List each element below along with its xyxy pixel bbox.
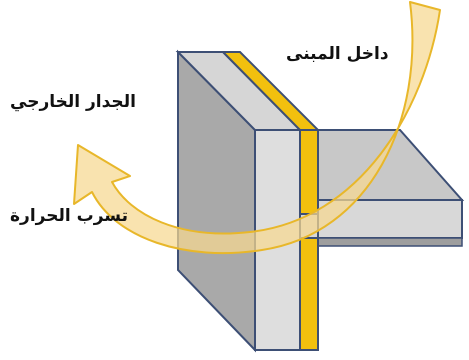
heat-leak-arrow bbox=[73, 1, 441, 254]
inside-building-label: داخل المبنى bbox=[286, 44, 389, 64]
exterior-wall-label: الجدار الخارجي bbox=[10, 92, 136, 112]
insulation-front bbox=[299, 129, 319, 351]
floor-slab-bottom-face bbox=[317, 237, 463, 247]
heat-leak-label: تسرب الحرارة bbox=[10, 206, 128, 226]
